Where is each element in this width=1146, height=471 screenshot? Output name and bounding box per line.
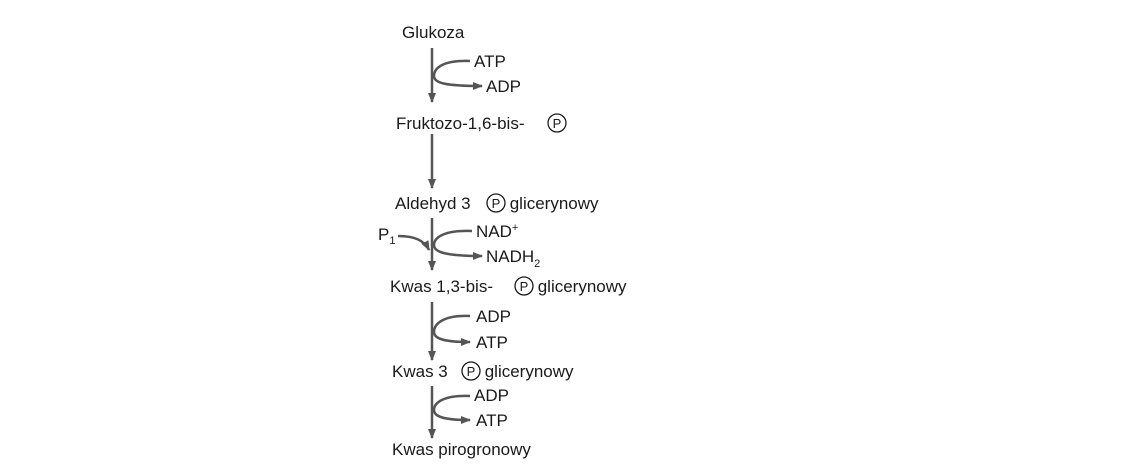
cofactor-adp-out: ADP — [486, 77, 521, 96]
phosphate-symbol: P — [514, 276, 534, 296]
svg-text:P: P — [553, 116, 562, 131]
compound-kwas-3p-glicerynowy-suffix: glicerynowy — [480, 362, 574, 381]
cofactor-nadh2-out: NADH2 — [486, 247, 540, 270]
reaction-step-1 — [428, 48, 483, 103]
compound-glukoza: Glukoza — [402, 23, 465, 42]
compound-kwas-3p-glicerynowy-prefix: Kwas 3 — [392, 362, 448, 381]
side-input-phosphate: P1 — [378, 225, 395, 247]
compound-aldehyd-3p-glicerynowy-prefix: Aldehyd 3 — [395, 194, 471, 213]
reaction-step-5 — [428, 386, 471, 439]
reaction-step-4 — [428, 302, 471, 361]
phosphate-symbol: P — [486, 193, 506, 213]
cofactor-adp-in: ADP — [476, 307, 511, 326]
cofactor-atp-out: ATP — [476, 411, 508, 430]
svg-text:P: P — [520, 279, 529, 294]
svg-text:P: P — [467, 364, 476, 379]
svg-text:P: P — [492, 196, 501, 211]
cofactor-atp-in: ATP — [474, 52, 506, 71]
phosphate-symbol: P — [547, 113, 567, 133]
compound-kwas-13-bisfosfoglicerynowy-suffix: glicerynowy — [533, 277, 627, 296]
compound-aldehyd-3p-glicerynowy-suffix: glicerynowy — [505, 194, 599, 213]
compound-fruktozo-bisfosforan: Fruktozo-1,6-bis- — [396, 114, 524, 133]
compound-kwas-13-bisfosfoglicerynowy-prefix: Kwas 1,3-bis- — [390, 277, 493, 296]
cofactor-adp-in: ADP — [474, 386, 509, 405]
phosphate-symbol: P — [461, 361, 481, 381]
cofactor-nad-in: NAD+ — [476, 222, 518, 241]
reaction-step-3 — [397, 218, 483, 271]
cofactor-atp-out: ATP — [476, 333, 508, 352]
compound-kwas-pirogronowy: Kwas pirogronowy — [392, 440, 531, 459]
